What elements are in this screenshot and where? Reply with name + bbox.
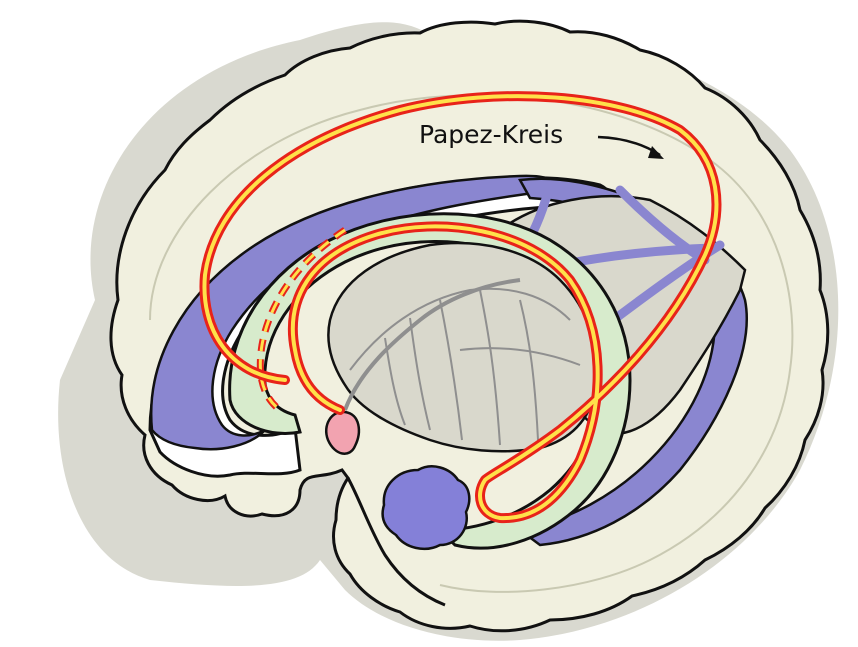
amygdala (383, 466, 470, 548)
mammillary-body (326, 412, 359, 454)
circuit-label: Papez-Kreis (419, 120, 563, 149)
